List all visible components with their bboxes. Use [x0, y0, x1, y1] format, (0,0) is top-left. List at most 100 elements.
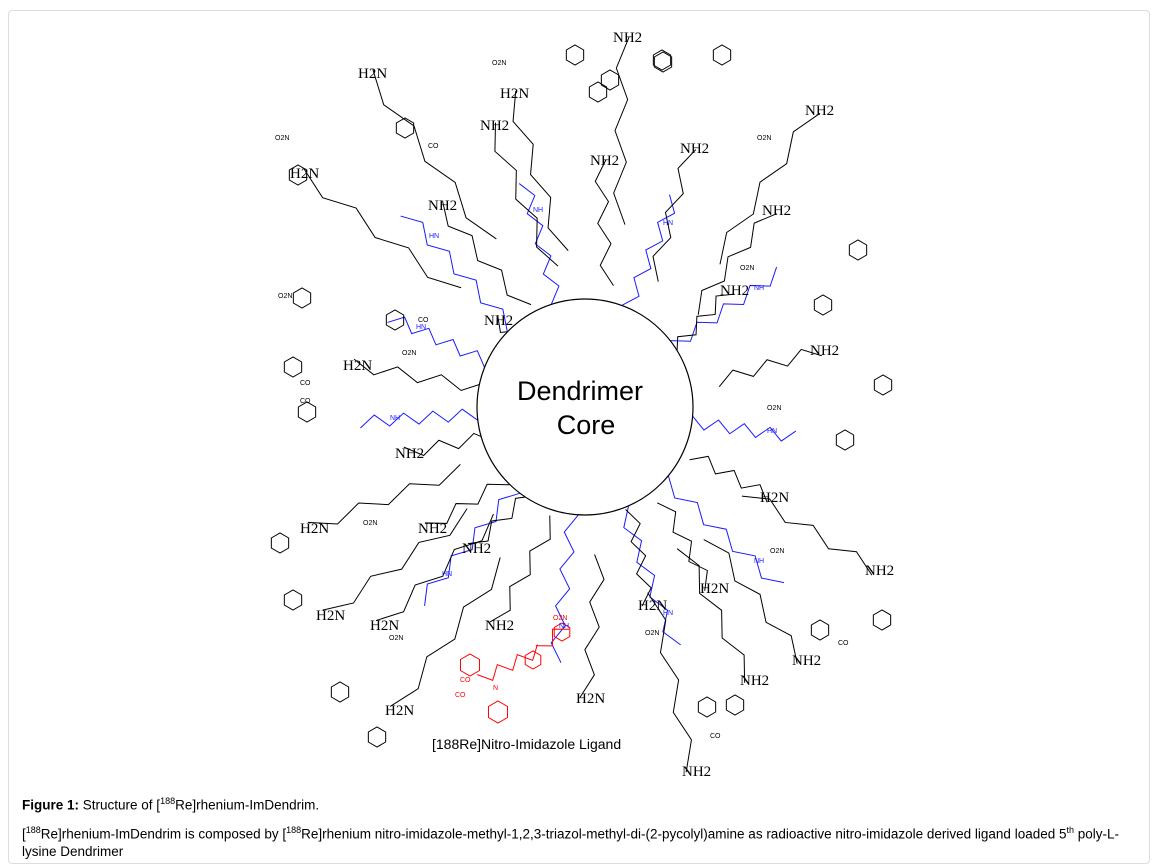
amine-label: H2N — [760, 490, 789, 506]
amine-label: NH2 — [810, 343, 839, 359]
highlighted-ligand-atom: N — [493, 685, 498, 692]
carbonyl-label: CO — [428, 143, 439, 150]
pyridine-ring — [652, 49, 672, 71]
amide-label: HN — [429, 233, 439, 240]
highlighted-ligand-atom: CO — [455, 692, 466, 699]
lysine-chain — [489, 515, 551, 623]
core-branch — [692, 416, 797, 442]
lysine-chain — [676, 293, 735, 356]
lysine-chain — [494, 122, 559, 267]
caption-body: [188Re]rhenium-ImDendrim is composed by … — [22, 821, 1142, 862]
pyridine-ring — [813, 294, 833, 316]
dendrimer-core-circle — [476, 298, 694, 516]
amide-label: NH — [754, 285, 764, 292]
carbonyl-label: CO — [838, 640, 849, 647]
lysine-chain — [689, 455, 768, 503]
caption-body-text: poly-L-lysine Dendrimer — [22, 826, 1120, 859]
nitro-group-label: O2N — [770, 548, 784, 555]
lysine-chain — [703, 539, 798, 664]
lysine-chain — [353, 358, 486, 392]
core-branch — [623, 505, 681, 646]
figure-caption: Figure 1: Structure of [188Re]rhenium-Im… — [22, 792, 1142, 861]
isotope-sup: 188 — [160, 796, 176, 806]
amide-label: HN — [416, 324, 426, 331]
amine-label: H2N — [638, 598, 667, 614]
caption-title-text: Structure of [ — [79, 797, 161, 813]
pyridine-ring — [873, 374, 893, 396]
pyridine-ring — [835, 429, 855, 451]
amide-label: NH — [754, 558, 764, 565]
lysine-chain — [652, 149, 697, 282]
pyridine-ring — [330, 681, 350, 703]
core-branch — [670, 266, 778, 342]
amide-label: HN — [442, 571, 452, 578]
lysine-chain — [697, 213, 777, 315]
amide-label: HN — [663, 610, 673, 617]
highlighted-triazole-ring — [524, 650, 542, 670]
highlighted-imidazole-ring — [553, 622, 571, 642]
amine-label: NH2 — [865, 563, 894, 579]
lysine-chain — [718, 348, 822, 388]
caption-title: Figure 1: Structure of [188Re]rhenium-Im… — [22, 792, 1142, 815]
nitro-group-label: O2N — [402, 350, 416, 357]
lysine-chain — [594, 159, 614, 286]
amine-label: H2N — [576, 691, 605, 707]
caption-body-text: Re]rhenium nitro-imidazole-methyl-1,2,3-… — [301, 826, 1067, 841]
nitro-group-label: O2N — [389, 635, 403, 642]
nitro-group-label: O2N — [645, 630, 659, 637]
amine-label: H2N — [300, 521, 329, 537]
pyridine-ring — [600, 69, 620, 91]
core-branch — [518, 183, 560, 305]
highlighted-pyridine-ring — [487, 700, 509, 724]
amine-label: H2N — [290, 166, 319, 182]
amide-label: NH — [390, 415, 400, 422]
amine-label: H2N — [370, 618, 399, 634]
isotope-sup: 188 — [25, 824, 41, 835]
amine-label: H2N — [316, 608, 345, 624]
amine-label: H2N — [500, 86, 529, 102]
amine-label: NH2 — [484, 313, 513, 329]
lysine-chain — [375, 513, 494, 622]
lysine-chain — [303, 167, 462, 289]
core-label-line1: Dendrimer — [517, 376, 643, 406]
lysine-chain — [613, 36, 630, 225]
nitro-group-label: O2N — [740, 265, 754, 272]
pyridine-ring — [395, 117, 415, 139]
nitro-group-label: O2N — [363, 520, 377, 527]
nitro-group-label: O2N — [492, 60, 506, 67]
amide-label: HN — [767, 428, 777, 435]
amide-label: HN — [663, 220, 673, 227]
carbonyl-label: CO — [418, 317, 429, 324]
amine-label: NH2 — [462, 541, 491, 557]
core-label-line2: Core — [557, 410, 616, 440]
pyridine-ring — [872, 609, 892, 631]
carbonyl-label: CO — [300, 380, 311, 387]
ordinal-sup: th — [1066, 824, 1075, 835]
ligand-label: [188Re]Nitro-Imidazole Ligand — [432, 736, 621, 752]
lysine-chain — [307, 464, 461, 525]
lysine-chain — [657, 502, 708, 591]
dendrimer-structure-diagram: HNNHHNNHHNNHHNNHHNNHHNH2NNH2H2NNH2NH2NH2… — [270, 30, 894, 780]
highlighted-pyridine-ring — [459, 653, 481, 677]
figure-number: Figure 1: — [22, 797, 80, 813]
amine-label: NH2 — [395, 446, 424, 462]
core-branch — [667, 475, 785, 584]
pyridine-ring — [385, 309, 405, 331]
amide-label: NH — [559, 623, 569, 630]
caption-body-text: [ — [22, 826, 26, 841]
pyridine-ring — [292, 287, 312, 309]
core-branch — [360, 408, 478, 429]
nitro-group-label: O2N — [767, 405, 781, 412]
amine-label: NH2 — [418, 521, 447, 537]
lysine-chain — [676, 548, 746, 683]
pyridine-ring — [697, 696, 717, 718]
highlighted-ligand-atom: O2N — [553, 615, 567, 622]
amine-label: NH2 — [720, 283, 749, 299]
lysine-chain — [389, 557, 501, 707]
lysine-chain — [424, 464, 519, 524]
pyridine-ring — [712, 44, 732, 66]
core-branch — [621, 194, 676, 306]
carbonyl-label: CO — [710, 733, 721, 740]
amine-label: NH2 — [613, 30, 642, 46]
pyridine-ring — [283, 589, 303, 611]
